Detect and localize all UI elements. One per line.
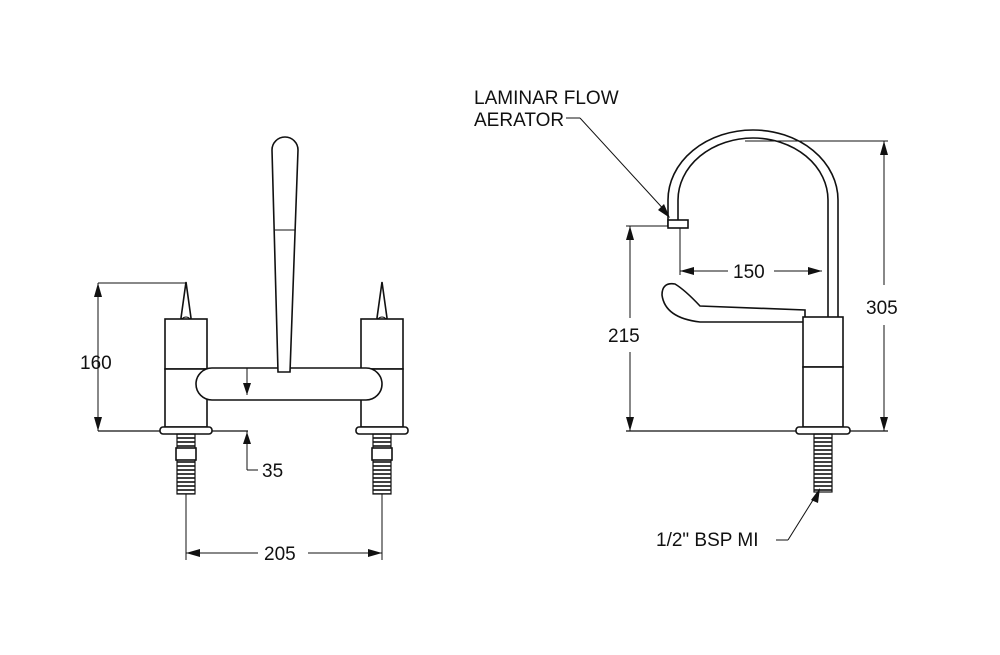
front-spout [271, 136, 299, 373]
dim-215-label: 215 [608, 326, 640, 347]
dim-215-arrow-bottom [626, 417, 634, 431]
side-inlet-thread [813, 433, 833, 493]
side-gooseneck-spout [667, 129, 839, 319]
side-valve-body-upper [802, 316, 844, 368]
left-inlet-thread [176, 433, 196, 495]
side-valve-flange [795, 426, 851, 435]
dim-35-label: 35 [262, 461, 283, 482]
dim-160-arrow-bottom [94, 417, 102, 431]
dim-150-label: 150 [733, 262, 765, 283]
dim-205-label: 205 [264, 544, 296, 565]
inlet-callout-label: 1/2" BSP MI [656, 530, 759, 551]
aerator-leader-arrow [658, 204, 670, 218]
left-valve [159, 281, 213, 495]
right-inlet-nut [371, 447, 393, 461]
dim-205-arrow-right [368, 549, 382, 557]
left-inlet-nut [175, 447, 197, 461]
dim-150-arrow-right [808, 267, 822, 275]
dim-150-arrow-left [680, 267, 694, 275]
side-lever-handle [661, 282, 806, 323]
front-view: 160 35 205 [80, 136, 409, 565]
left-valve-body-upper [164, 318, 208, 370]
right-valve-flange [355, 426, 409, 435]
right-valve-body-upper [360, 318, 404, 370]
dim-205-arrow-left [186, 549, 200, 557]
side-valve-body-lower [802, 366, 844, 428]
dim-305-arrow-top [880, 141, 888, 155]
inlet-leader-arrow [811, 488, 820, 503]
right-inlet-thread [372, 433, 392, 495]
side-view: 305 215 150 LAMINAR FLOW AERATOR 1/2" BS… [474, 88, 898, 551]
aerator-leader-diagonal [579, 117, 669, 215]
dim-160-label: 160 [80, 353, 112, 374]
dim-35-arrow-top [243, 383, 251, 395]
aerator-tip [667, 219, 689, 229]
bridge-pipe [195, 367, 383, 401]
dim-305-label: 305 [866, 298, 898, 319]
aerator-callout-line2: AERATOR [474, 110, 564, 131]
left-valve-flange [159, 426, 213, 435]
dim-215-arrow-top [626, 226, 634, 240]
dim-305-arrow-bottom [880, 417, 888, 431]
right-lever-handle [376, 281, 388, 323]
left-lever-handle [180, 281, 192, 323]
dim-160-arrow-top [94, 283, 102, 297]
dim-35-arrow-bottom [243, 432, 251, 444]
aerator-callout-line1: LAMINAR FLOW [474, 88, 619, 109]
